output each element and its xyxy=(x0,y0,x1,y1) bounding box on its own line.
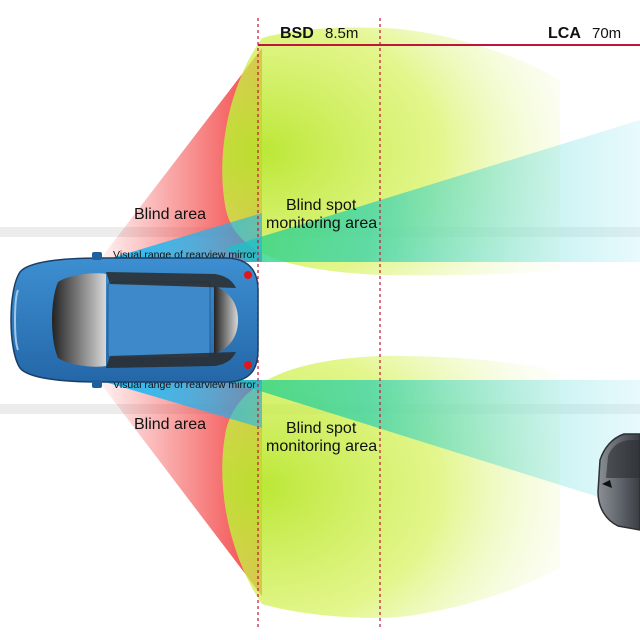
bsm-bottom-label-2: monitoring area xyxy=(266,438,377,455)
blind-area-bottom-zone xyxy=(98,380,262,596)
mirror-range-top xyxy=(98,213,262,262)
blind-area-top-zone xyxy=(98,48,262,262)
mirror-range-bottom xyxy=(98,380,262,428)
blind-area-bottom-label: Blind area xyxy=(134,416,206,433)
bsm-top-label-1: Blind spot xyxy=(286,197,357,214)
bsd-distance: 8.5m xyxy=(325,25,358,42)
lca-beam-top xyxy=(225,120,640,262)
bsm-bottom-label-1: Blind spot xyxy=(286,420,357,437)
lca-label: LCA xyxy=(548,25,581,42)
bsd-label: BSD xyxy=(280,25,314,42)
blind-area-top-label: Blind area xyxy=(134,206,206,223)
lca-beam-bottom xyxy=(225,380,640,510)
car-rear-icon xyxy=(597,433,640,531)
car-top-view-icon xyxy=(10,252,259,388)
lca-distance: 70m xyxy=(592,25,621,42)
bsm-top-label-2: monitoring area xyxy=(266,215,377,232)
